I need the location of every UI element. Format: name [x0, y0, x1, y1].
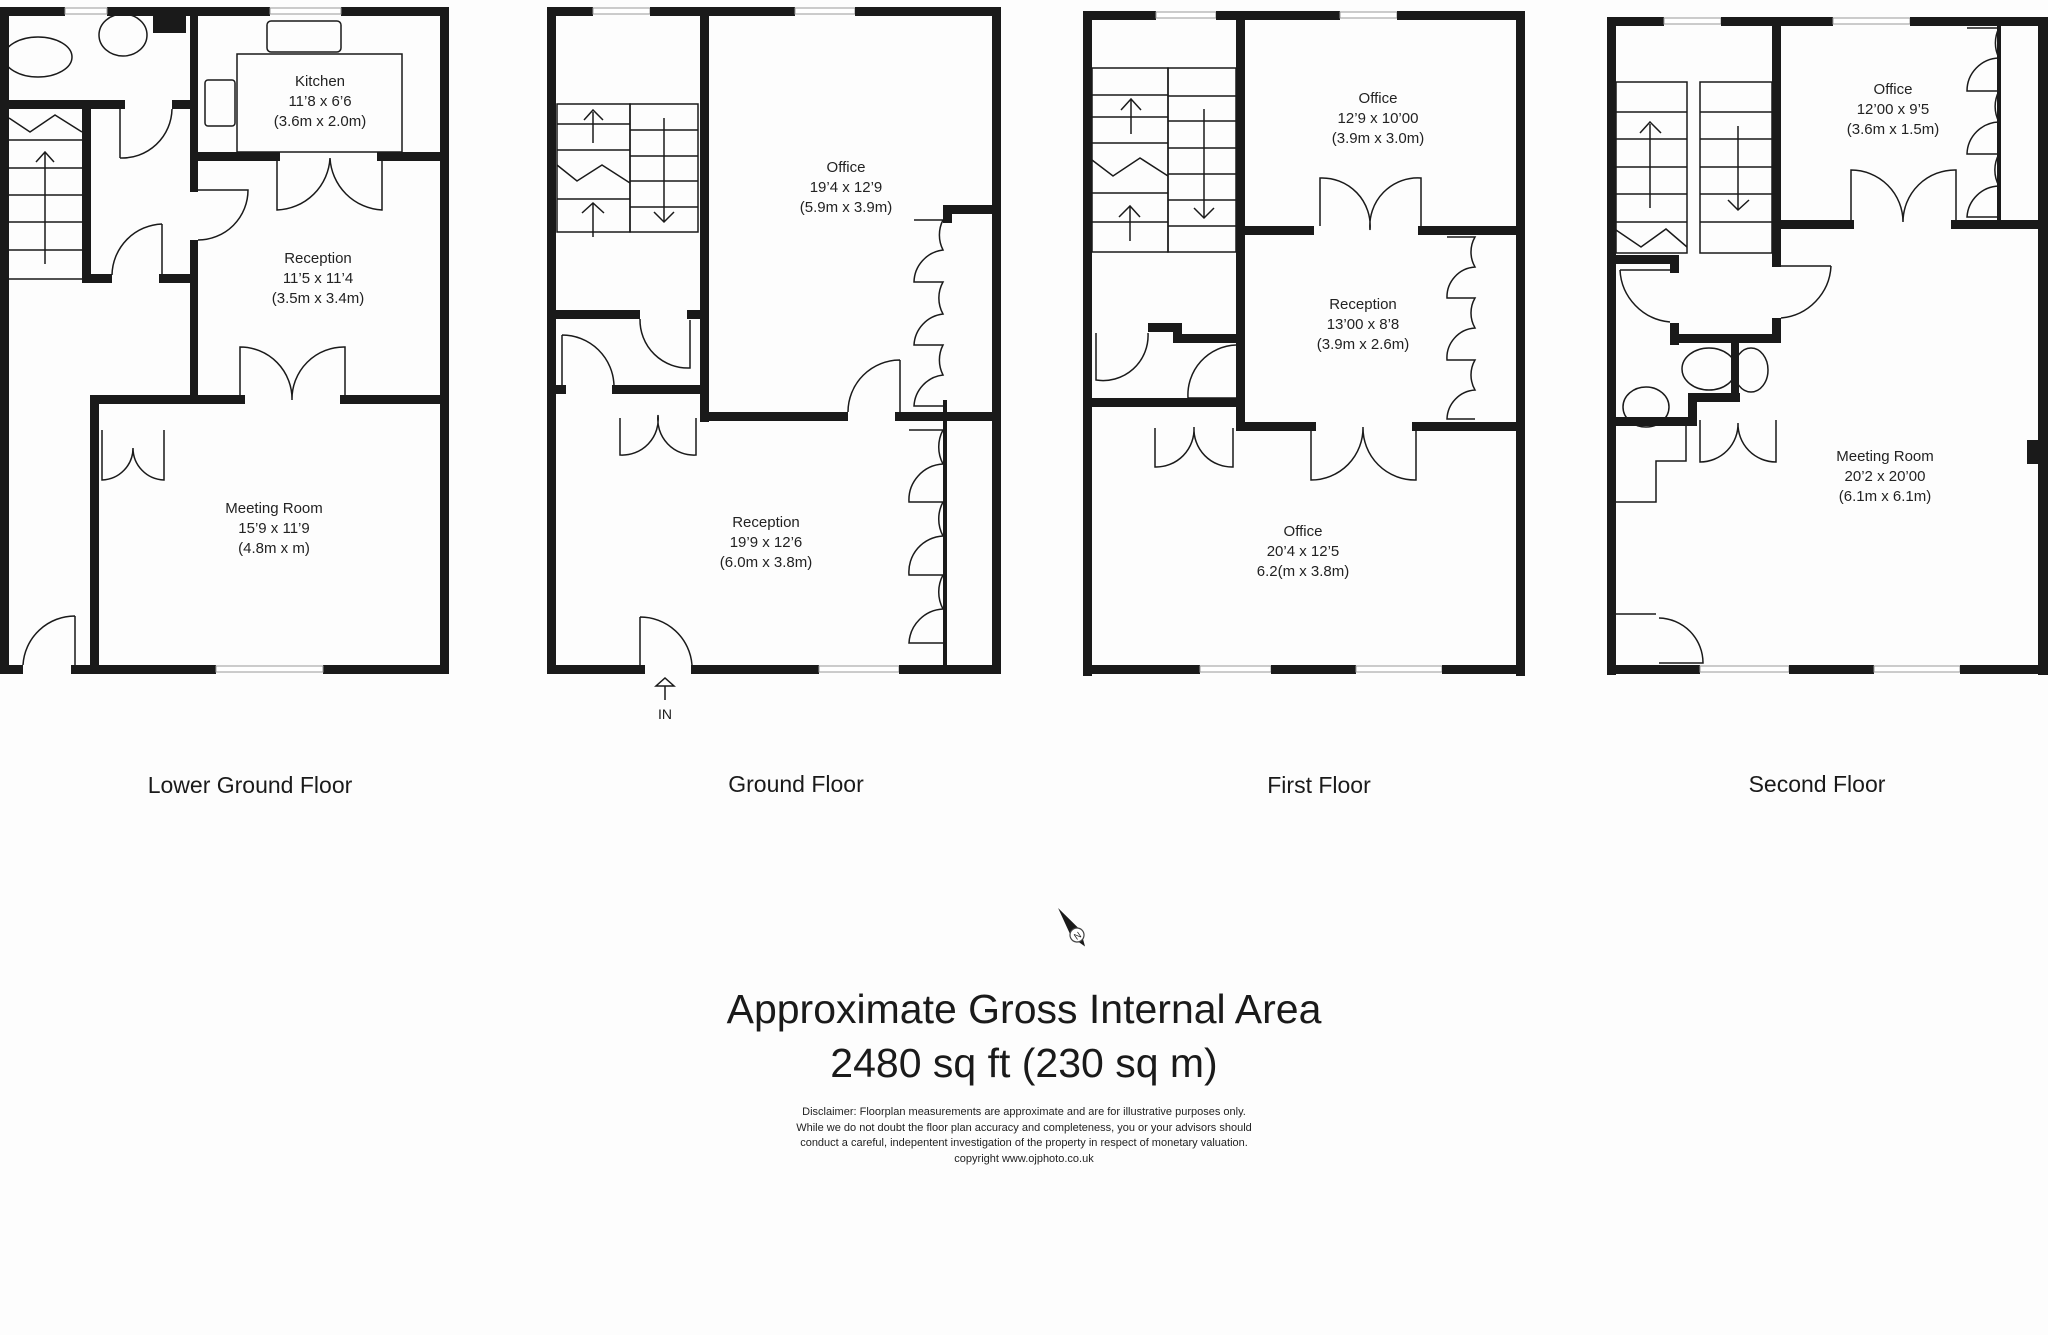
room-size-metric: (6.0m x 3.8m)	[719, 554, 813, 571]
north-arrow-icon: N	[1058, 907, 1086, 947]
room-name: Office	[1358, 90, 1398, 107]
room-size-metric: (6.1m x 6.1m)	[1838, 488, 1932, 505]
room-size-metric: (3.9m x 2.6m)	[1316, 336, 1410, 353]
disclaimer: Disclaimer: Floorplan measurements are a…	[796, 1105, 1252, 1167]
room-name: Kitchen	[294, 73, 346, 90]
disclaimer-line: While we do not doubt the floor plan acc…	[796, 1121, 1252, 1134]
room-name: Reception	[284, 250, 352, 267]
copyright-line: copyright www.ojphoto.co.uk	[954, 1152, 1094, 1165]
room-size-metric: (4.8m x m)	[238, 540, 310, 557]
room-label-office: Office 12’00 x 9’5 (3.6m x 1.5m)	[1847, 80, 1940, 140]
room-label-office: Office 20’4 x 12’5 6.2(m x 3.8m)	[1257, 522, 1350, 582]
room-size-imperial: 15’9 x 11’9	[238, 520, 310, 537]
room-label-kitchen: Kitchen 11’8 x 6’6 (3.6m x 2.0m)	[274, 72, 367, 132]
floor-title-second: Second Floor	[1748, 771, 1886, 797]
disclaimer-line: conduct a careful, indepentent investiga…	[800, 1137, 1248, 1149]
room-label-reception: Reception 11’5 x 11’4 (3.5m x 3.4m)	[272, 249, 365, 309]
room-size-imperial: 11’8 x 6’6	[288, 93, 352, 110]
room-label-meeting-room: Meeting Room 15’9 x 11’9 (4.8m x m)	[225, 499, 323, 559]
room-size-imperial: 20’4 x 12’5	[1266, 543, 1340, 560]
room-size-imperial: 19’9 x 12’6	[729, 534, 803, 551]
room-size-imperial: 12’9 x 10’00	[1337, 110, 1419, 127]
room-size-imperial: 12’00 x 9’5	[1856, 101, 1930, 118]
room-size-metric: 6.2(m x 3.8m)	[1256, 563, 1350, 580]
room-label-reception: Reception 19’9 x 12’6 (6.0m x 3.8m)	[720, 513, 813, 573]
area-value: 2480 sq ft (230 sq m)	[830, 1040, 1218, 1086]
room-label-reception: Reception 13’00 x 8’8 (3.9m x 2.6m)	[1317, 295, 1410, 355]
ground-floor-plan	[547, 7, 1001, 700]
first-floor-plan	[1083, 11, 1525, 676]
room-size-imperial: 11’5 x 11’4	[282, 270, 354, 287]
room-size-metric: (5.9m x 3.9m)	[799, 199, 893, 216]
room-name: Office	[1283, 523, 1323, 540]
room-size-metric: (3.5m x 3.4m)	[271, 290, 365, 307]
room-size-imperial: 19’4 x 12’9	[809, 179, 883, 196]
svg-text:N: N	[1072, 930, 1083, 942]
room-size-metric: (3.6m x 2.0m)	[273, 113, 367, 130]
room-size-imperial: 13’00 x 8’8	[1326, 316, 1400, 333]
room-name: Meeting Room	[1836, 448, 1934, 465]
room-name: Office	[1873, 81, 1913, 98]
floor-title-ground: Ground Floor	[728, 771, 864, 797]
second-floor-plan	[1607, 17, 2048, 675]
room-label-meeting-room: Meeting Room 20’2 x 20’00 (6.1m x 6.1m)	[1836, 447, 1934, 507]
room-name: Reception	[732, 514, 800, 531]
entrance-label: IN	[658, 706, 672, 722]
room-label-office: Office 19’4 x 12’9 (5.9m x 3.9m)	[800, 158, 893, 218]
room-name: Reception	[1329, 296, 1397, 313]
disclaimer-line: Disclaimer: Floorplan measurements are a…	[802, 1106, 1246, 1118]
room-size-imperial: 20’2 x 20’00	[1844, 468, 1926, 485]
room-name: Office	[826, 159, 866, 176]
room-size-metric: (3.6m x 1.5m)	[1846, 121, 1940, 138]
room-name: Meeting Room	[225, 500, 323, 517]
room-size-metric: (3.9m x 3.0m)	[1331, 130, 1425, 147]
area-heading: Approximate Gross Internal Area	[726, 986, 1322, 1032]
lower-ground-floor-plan	[0, 7, 449, 674]
floor-title-lower-ground: Lower Ground Floor	[147, 772, 353, 798]
room-label-office: Office 12’9 x 10’00 (3.9m x 3.0m)	[1332, 89, 1425, 149]
floor-title-first: First Floor	[1267, 772, 1371, 798]
